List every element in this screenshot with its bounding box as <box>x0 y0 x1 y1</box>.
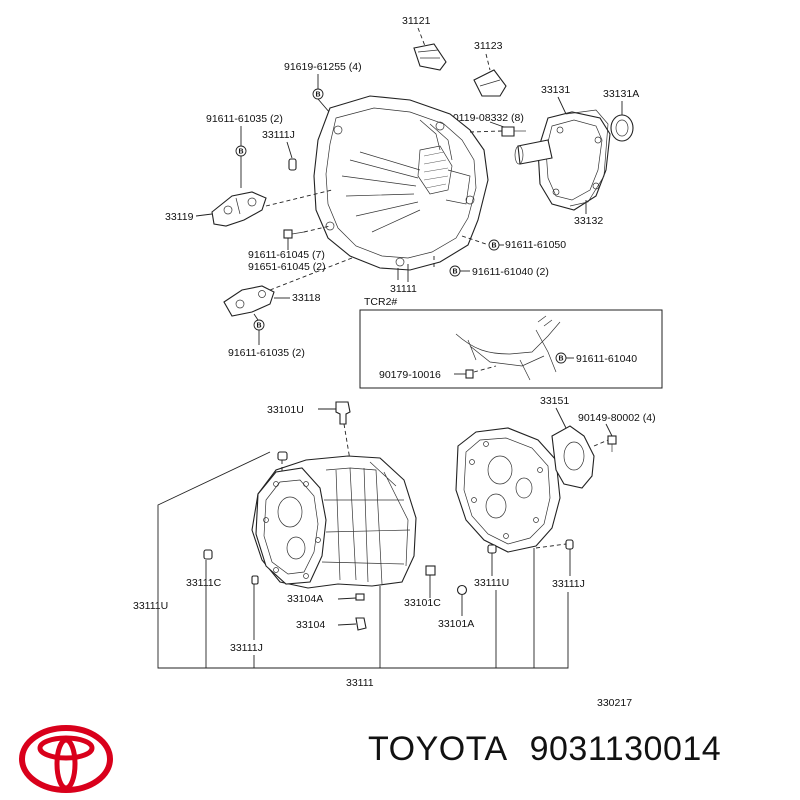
bolt-90149-80002 <box>607 435 617 452</box>
label-33101A: 33101A <box>438 618 474 630</box>
part-90119-bolt <box>501 126 526 137</box>
dowel-33111J-right <box>565 539 574 550</box>
label-33132: 33132 <box>574 215 603 227</box>
transmission-case-33111 <box>251 455 417 589</box>
label-33111C: 33111C <box>186 577 222 589</box>
label-91611-61035-bot: 91611-61035 (2) <box>228 347 305 359</box>
part-31121-plate <box>413 43 447 71</box>
bracket-33118 <box>223 285 275 317</box>
svg-text:B: B <box>558 356 563 363</box>
bolt-symbol-91611-61050: B <box>488 239 500 251</box>
dowel-33111C <box>203 549 213 560</box>
label-33111J-right: 33111J <box>552 578 585 590</box>
label-31111: 31111 <box>390 283 417 295</box>
label-91611-61035-top: 91611-61035 (2) <box>206 113 283 125</box>
part-33151-retainer <box>551 425 595 489</box>
label-33111J-top: 33111J <box>262 129 295 141</box>
label-91611-61040-a: 91611-61040 (2) <box>472 266 549 278</box>
label-33111J-bot: 33111J <box>230 642 263 654</box>
label-91651-61045: 91651-61045 (2) <box>248 261 326 273</box>
label-90179-10016: 90179-10016 <box>379 369 441 381</box>
label-330217: 330217 <box>597 697 632 709</box>
part-number: 9031130014 <box>529 730 722 768</box>
label-33101U: 33101U <box>267 404 304 416</box>
dowel-33111J-top <box>288 158 297 171</box>
svg-text:B: B <box>452 269 457 276</box>
part-33131-cover <box>514 111 611 211</box>
bolt-symbol-91611-61035-top: B <box>235 145 247 157</box>
toyota-logo-icon <box>19 725 113 793</box>
plug-33104 <box>355 617 367 631</box>
brand-name: TOYOTA <box>368 730 508 768</box>
tcr2-label: TCR2# <box>364 296 397 308</box>
label-33111U-mid: 33111U <box>474 577 509 589</box>
bolt-symbol-91619: B <box>312 88 324 100</box>
label-91611-61040-b: 91611-61040 <box>576 353 637 365</box>
label-33131: 33131 <box>541 84 570 96</box>
label-33118: 33118 <box>292 292 321 304</box>
label-31121: 31121 <box>402 15 431 27</box>
bell-housing-31111 <box>313 95 489 271</box>
dowel-33111U-top <box>277 451 288 461</box>
label-33104: 33104 <box>296 619 325 631</box>
label-33151: 33151 <box>540 395 569 407</box>
svg-text:B: B <box>315 92 320 99</box>
svg-text:B: B <box>491 243 496 250</box>
part-33131A-seal <box>610 114 634 142</box>
label-90119-08332: 90119-08332 (8) <box>447 112 524 124</box>
rear-case-plate <box>455 427 561 553</box>
plug-33101A <box>456 584 468 596</box>
bolt-symbol-91611-61040-a: B <box>449 265 461 277</box>
tcr2-inset: TCR2# B 91611-61040 90179-10016 <box>359 296 663 389</box>
label-31123: 31123 <box>474 40 503 52</box>
bolt-91611-61045 <box>283 229 305 239</box>
product-caption: TOYOTA 9031130014 <box>368 730 721 769</box>
label-91619-61255: 91619-61255 (4) <box>284 61 362 73</box>
label-91611-61045: 91611-61045 (7) <box>248 249 325 261</box>
plug-33101U <box>335 401 351 425</box>
dowel-33111U-mid <box>487 544 497 554</box>
bolt-symbol-91611-61035-bot: B <box>253 319 265 331</box>
bracket-33119 <box>211 191 267 227</box>
svg-text:B: B <box>238 149 243 156</box>
part-33132-gasket <box>565 109 609 207</box>
dowel-33111J-left <box>251 575 259 585</box>
plug-33104A <box>355 593 365 601</box>
label-33104A: 33104A <box>287 593 323 605</box>
plug-33101C <box>425 565 436 576</box>
label-91611-61050: 91611-61050 <box>505 239 566 251</box>
label-33131A: 33131A <box>603 88 639 100</box>
label-33111: 33111 <box>346 677 374 689</box>
svg-text:B: B <box>256 323 261 330</box>
label-33101C: 33101C <box>404 597 441 609</box>
label-90149-80002: 90149-80002 (4) <box>578 412 656 424</box>
label-33111U-left: 33111U <box>133 600 168 612</box>
label-33119: 33119 <box>165 211 194 223</box>
